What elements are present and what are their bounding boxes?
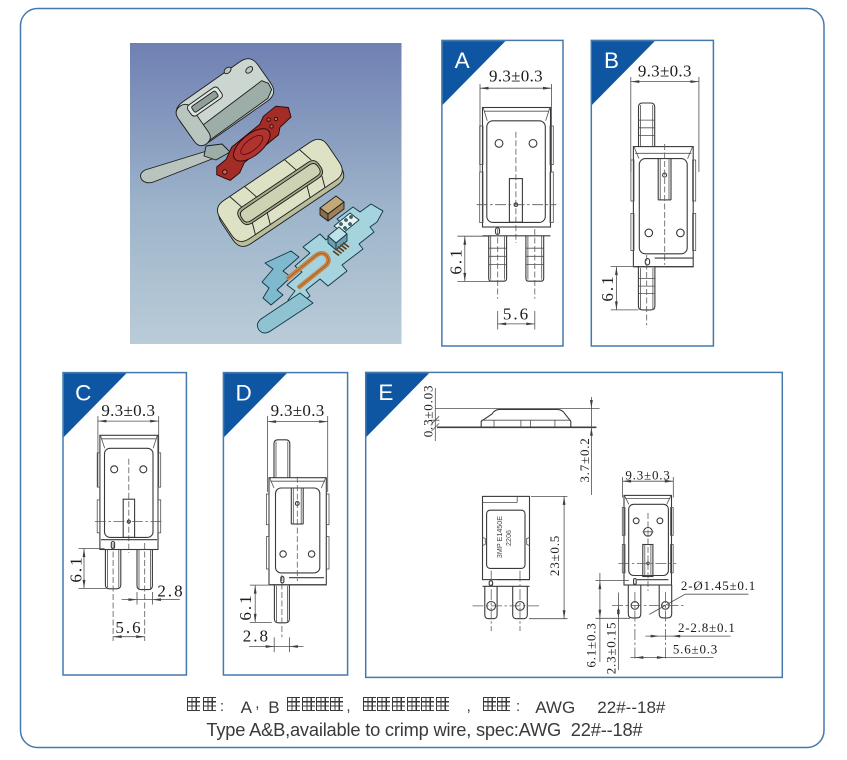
svg-text:C: C [75,380,91,405]
svg-text:3.7±0.2: 3.7±0.2 [577,437,592,482]
svg-text:3MP E1450E: 3MP E1450E [495,516,504,558]
svg-text:2.8: 2.8 [243,627,270,646]
svg-text:E: E [378,380,393,405]
svg-text:D: D [235,380,251,405]
svg-text:2.8: 2.8 [157,582,184,601]
svg-text:6.1: 6.1 [598,274,617,301]
svg-text:9.3±0.3: 9.3±0.3 [625,467,670,482]
svg-text:9.3±0.3: 9.3±0.3 [638,61,692,80]
svg-text:9.3±0.3: 9.3±0.3 [489,67,543,86]
svg-text:5.6: 5.6 [115,618,142,637]
svg-text:9.3±0.3: 9.3±0.3 [101,401,155,420]
svg-text:6.1: 6.1 [67,555,86,582]
svg-text:2-2.8±0.1: 2-2.8±0.1 [678,620,736,635]
svg-text:2-Ø1.45±0.1: 2-Ø1.45±0.1 [681,578,756,593]
svg-text:6.1±0.3: 6.1±0.3 [584,622,599,667]
svg-text:2206: 2206 [504,530,513,546]
svg-text:9.3±0.3: 9.3±0.3 [271,401,325,420]
svg-text:6.1: 6.1 [236,593,255,620]
svg-text:0.3±0.03: 0.3±0.03 [420,385,435,438]
svg-text:2.3±0.15: 2.3±0.15 [603,622,618,675]
svg-text:5.6±0.3: 5.6±0.3 [673,641,718,656]
svg-text:5.6: 5.6 [503,305,530,324]
svg-text:23±0.5: 23±0.5 [547,535,562,576]
svg-text:6.1: 6.1 [447,247,466,274]
svg-text:A: A [455,48,470,73]
svg-text:B: B [604,48,619,73]
